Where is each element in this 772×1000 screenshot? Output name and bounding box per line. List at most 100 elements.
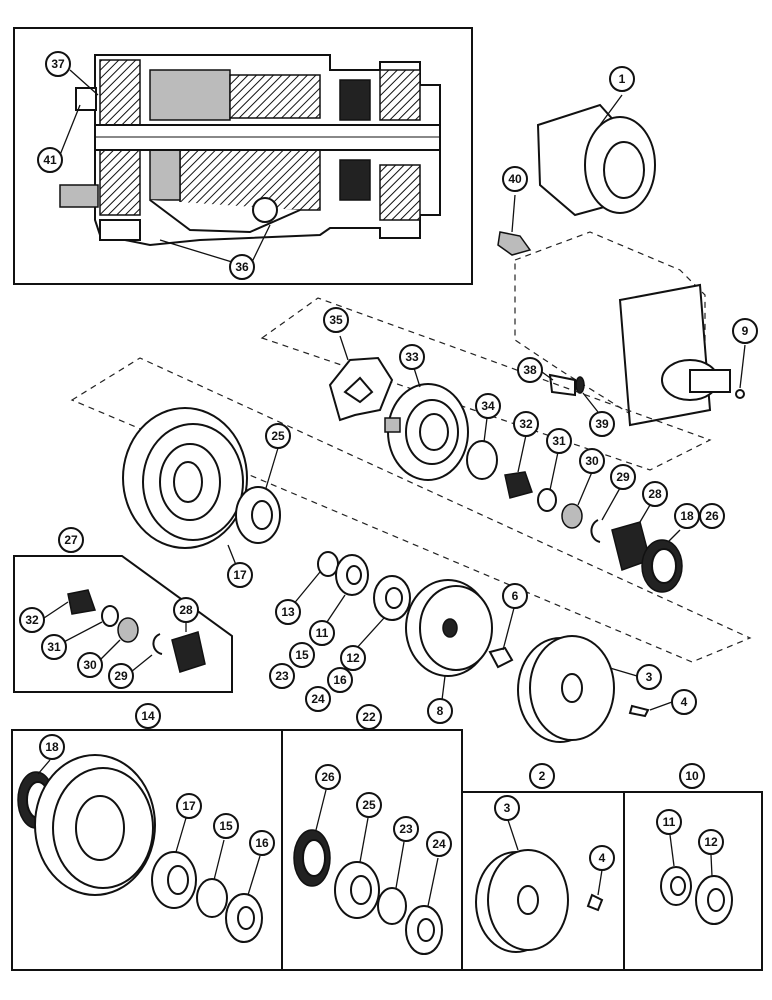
svg-text:41: 41 — [43, 153, 57, 167]
svg-text:16: 16 — [333, 673, 347, 687]
callout-12: 12 — [340, 645, 366, 671]
svg-text:18: 18 — [680, 509, 694, 523]
callout-6: 6 — [502, 583, 528, 609]
svg-text:30: 30 — [83, 658, 97, 672]
callout-24-kit: 24 — [426, 831, 452, 857]
callout-31: 31 — [546, 428, 572, 454]
svg-text:23: 23 — [275, 669, 289, 683]
svg-text:17: 17 — [182, 799, 196, 813]
svg-text:31: 31 — [47, 640, 61, 654]
callout-32-inset: 32 — [19, 607, 45, 633]
callout-15: 15 — [289, 642, 315, 668]
callout-32: 32 — [513, 411, 539, 437]
callout-17: 17 — [227, 562, 253, 588]
svg-text:8: 8 — [437, 704, 444, 718]
callout-24: 24 — [305, 686, 331, 712]
callout-16: 16 — [327, 667, 353, 693]
svg-text:31: 31 — [552, 434, 566, 448]
svg-text:34: 34 — [481, 399, 495, 413]
svg-text:11: 11 — [663, 815, 676, 829]
callout-13: 13 — [275, 599, 301, 625]
callout-9: 9 — [732, 318, 758, 344]
callout-18: 18 — [674, 503, 700, 529]
svg-text:29: 29 — [114, 669, 128, 683]
explode-envelope-lower — [70, 357, 752, 663]
svg-text:26: 26 — [705, 509, 719, 523]
callout-11-kit: 11 — [656, 809, 682, 835]
kit-panel-2 — [461, 791, 625, 971]
svg-text:12: 12 — [346, 651, 360, 665]
callout-33: 33 — [399, 344, 425, 370]
svg-text:32: 32 — [25, 613, 39, 627]
svg-text:16: 16 — [255, 836, 269, 850]
callout-40: 40 — [502, 166, 528, 192]
svg-text:4: 4 — [681, 695, 688, 709]
svg-text:25: 25 — [362, 798, 376, 812]
callout-31-inset: 31 — [41, 634, 67, 660]
callout-30: 30 — [579, 448, 605, 474]
callout-23-kit: 23 — [393, 816, 419, 842]
svg-text:23: 23 — [399, 822, 413, 836]
compressor-assembly — [497, 94, 746, 427]
callout-26: 26 — [699, 503, 725, 529]
cutaway-section-panel — [13, 27, 473, 285]
callout-16-kit: 16 — [249, 830, 275, 856]
svg-text:28: 28 — [179, 603, 193, 617]
svg-text:4: 4 — [599, 851, 606, 865]
svg-text:24: 24 — [432, 837, 446, 851]
svg-text:32: 32 — [519, 417, 533, 431]
svg-text:26: 26 — [321, 770, 335, 784]
svg-text:29: 29 — [616, 470, 630, 484]
svg-text:15: 15 — [219, 819, 233, 833]
callout-3-kit: 3 — [494, 795, 520, 821]
callout-41: 41 — [37, 147, 63, 173]
svg-text:10: 10 — [685, 769, 699, 783]
callout-29: 29 — [610, 464, 636, 490]
svg-text:6: 6 — [512, 589, 519, 603]
svg-text:33: 33 — [405, 350, 419, 364]
callout-18-kit: 18 — [39, 734, 65, 760]
callout-8: 8 — [427, 698, 453, 724]
callout-25: 25 — [265, 423, 291, 449]
svg-text:35: 35 — [329, 313, 343, 327]
svg-text:15: 15 — [295, 648, 309, 662]
svg-text:3: 3 — [504, 801, 511, 815]
callout-12-kit: 12 — [698, 829, 724, 855]
svg-text:3: 3 — [646, 670, 653, 684]
svg-text:40: 40 — [508, 172, 522, 186]
svg-text:27: 27 — [64, 533, 78, 547]
callout-36: 36 — [229, 254, 255, 280]
callout-23: 23 — [269, 663, 295, 689]
svg-text:12: 12 — [704, 835, 718, 849]
callout-11: 11 — [309, 620, 335, 646]
svg-text:22: 22 — [362, 710, 376, 724]
svg-text:18: 18 — [45, 740, 59, 754]
callout-4: 4 — [671, 689, 697, 715]
callout-27: 27 — [58, 527, 84, 553]
svg-text:11: 11 — [316, 626, 329, 640]
callout-28: 28 — [642, 481, 668, 507]
svg-text:36: 36 — [235, 260, 249, 274]
svg-text:38: 38 — [523, 363, 537, 377]
svg-text:37: 37 — [51, 57, 65, 71]
inset-panel-27 — [13, 555, 233, 693]
callout-34: 34 — [475, 393, 501, 419]
callout-25-kit: 25 — [356, 792, 382, 818]
svg-text:39: 39 — [595, 417, 609, 431]
svg-text:1: 1 — [619, 72, 626, 86]
callout-37: 37 — [45, 51, 71, 77]
kit-panel-10 — [623, 791, 763, 971]
kit-panel-14 — [11, 729, 283, 971]
svg-text:13: 13 — [281, 605, 295, 619]
callout-38: 38 — [517, 357, 543, 383]
callout-1: 1 — [609, 66, 635, 92]
explode-envelope-upper — [260, 297, 712, 471]
callout-29-inset: 29 — [108, 663, 134, 689]
callout-26-kit: 26 — [315, 764, 341, 790]
callout-22: 22 — [356, 704, 382, 730]
svg-text:17: 17 — [233, 568, 247, 582]
svg-text:14: 14 — [141, 709, 155, 723]
callout-10: 10 — [679, 763, 705, 789]
svg-text:30: 30 — [585, 454, 599, 468]
